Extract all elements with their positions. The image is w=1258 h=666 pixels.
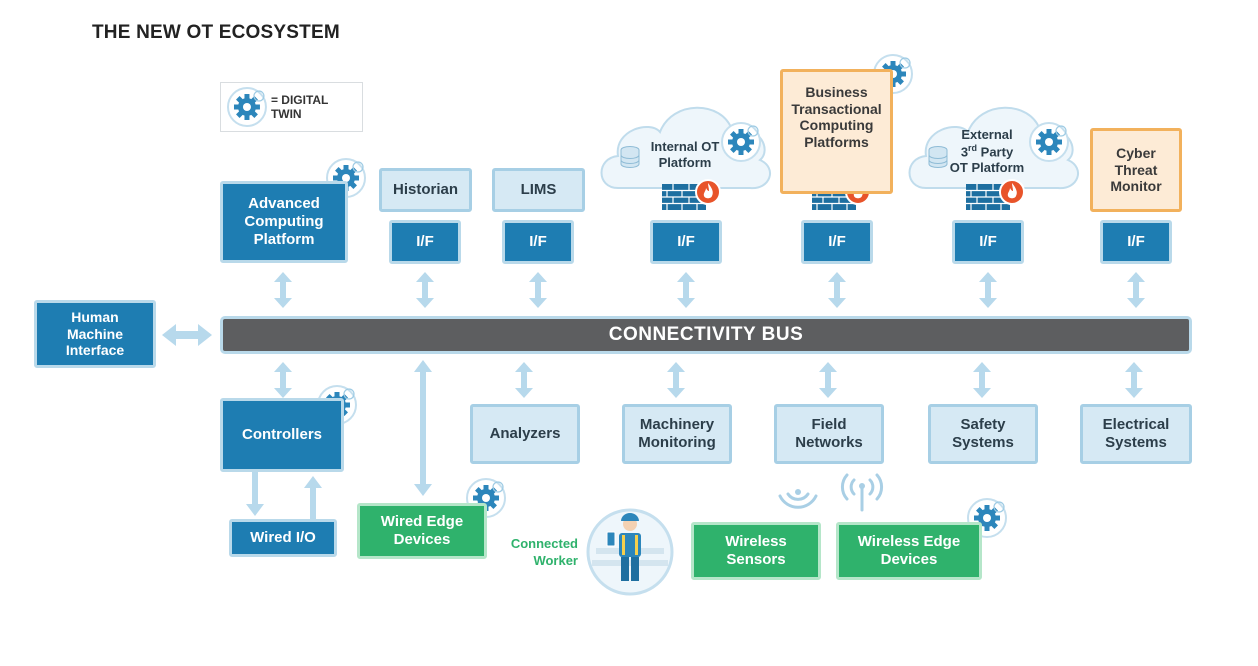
legend-label: = DIGITAL TWIN bbox=[270, 93, 329, 121]
interface-box-lims[interactable]: I/F bbox=[502, 220, 574, 264]
bidirectional-arrow bbox=[1127, 272, 1145, 308]
external-ot-platform-label[interactable]: External 3rd Party OT Platform bbox=[944, 127, 1030, 175]
external-ot-platform-label-sup: rd bbox=[968, 142, 978, 153]
bidirectional-arrow bbox=[515, 362, 533, 398]
cyber-threat-monitor-box[interactable]: Cyber Threat Monitor bbox=[1090, 128, 1182, 212]
external-ot-platform-label-suffix: Party OT Platform bbox=[949, 143, 1025, 175]
lims-box[interactable]: LIMS bbox=[492, 168, 585, 212]
firewall-icon bbox=[965, 179, 1025, 211]
business-transactional-computing-platforms-box[interactable]: Business Transactional Computing Platfor… bbox=[780, 69, 893, 194]
field-networks-box[interactable]: Field Networks bbox=[774, 404, 884, 464]
controllers-box[interactable]: Controllers bbox=[220, 398, 344, 472]
analyzers-box[interactable]: Analyzers bbox=[470, 404, 580, 464]
advanced-computing-platform-box[interactable]: Advanced Computing Platform bbox=[220, 181, 348, 263]
connected-worker-icon bbox=[586, 508, 674, 596]
legend: = DIGITAL TWIN bbox=[220, 82, 363, 132]
digital-twin-gear-icon bbox=[227, 87, 267, 127]
bidirectional-arrow bbox=[1125, 362, 1143, 398]
connected-worker-label: Connected Worker bbox=[510, 536, 578, 568]
wired-edge-arrow bbox=[414, 360, 432, 496]
interface-box-historian[interactable]: I/F bbox=[389, 220, 461, 264]
wired-io-box[interactable]: Wired I/O bbox=[229, 519, 337, 557]
connectivity-bus[interactable]: CONNECTIVITY BUS bbox=[220, 316, 1192, 354]
bidirectional-arrow bbox=[667, 362, 685, 398]
wired-edge-devices-box[interactable]: Wired Edge Devices bbox=[357, 503, 487, 559]
interface-box-cyber[interactable]: I/F bbox=[1100, 220, 1172, 264]
firewall-icon bbox=[661, 179, 721, 211]
human-machine-interface-box[interactable]: Human Machine Interface bbox=[34, 300, 156, 368]
wireless-sensors-box[interactable]: Wireless Sensors bbox=[691, 522, 821, 580]
antenna-icon bbox=[840, 473, 884, 512]
database-icon bbox=[620, 146, 640, 168]
controllers-wired-io-arrows bbox=[246, 472, 322, 520]
hmi-bidirectional-arrow bbox=[162, 324, 212, 346]
safety-systems-box[interactable]: Safety Systems bbox=[928, 404, 1038, 464]
page-title: THE NEW OT ECOSYSTEM bbox=[92, 22, 340, 43]
historian-box[interactable]: Historian bbox=[379, 168, 472, 212]
electrical-systems-box[interactable]: Electrical Systems bbox=[1080, 404, 1192, 464]
bidirectional-arrow bbox=[979, 272, 997, 308]
external-ot-platform-label-prefix: External 3 bbox=[960, 127, 1013, 159]
internal-ot-platform-label[interactable]: Internal OT Platform bbox=[650, 139, 720, 170]
bidirectional-arrow bbox=[819, 362, 837, 398]
wireless-signal-icon bbox=[778, 489, 818, 509]
bidirectional-arrow bbox=[973, 362, 991, 398]
digital-twin-gear-icon bbox=[1029, 122, 1069, 162]
bidirectional-arrow bbox=[529, 272, 547, 308]
interface-box-internal-ot[interactable]: I/F bbox=[650, 220, 722, 264]
bidirectional-arrow bbox=[416, 272, 434, 308]
interface-box-external-ot[interactable]: I/F bbox=[952, 220, 1024, 264]
bidirectional-arrow bbox=[677, 272, 695, 308]
bidirectional-arrow bbox=[274, 362, 292, 398]
bidirectional-arrow bbox=[274, 272, 292, 308]
bidirectional-arrow bbox=[828, 272, 846, 308]
wireless-edge-devices-box[interactable]: Wireless Edge Devices bbox=[836, 522, 982, 580]
machinery-monitoring-box[interactable]: Machinery Monitoring bbox=[622, 404, 732, 464]
interface-box-business[interactable]: I/F bbox=[801, 220, 873, 264]
